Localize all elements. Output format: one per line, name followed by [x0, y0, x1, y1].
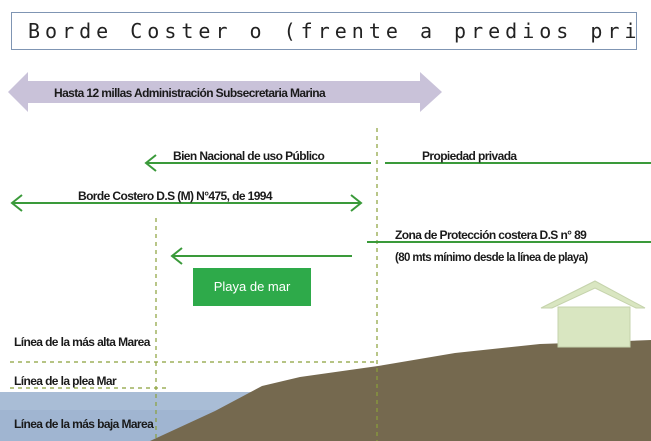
linea-plea-mar-label: Línea de la plea Mar: [14, 374, 117, 388]
house-icon: [540, 280, 646, 348]
propiedad-privada-label: Propiedad privada: [422, 149, 517, 163]
page-title: Borde Coster o (frente a predios privado…: [28, 19, 636, 43]
zona-proteccion-label-1: Zona de Protección costera D.S n° 89: [395, 228, 587, 242]
ground-terrain: [150, 340, 651, 441]
playa-de-mar-box: Playa de mar: [193, 268, 311, 306]
title-box: Borde Coster o (frente a predios privado…: [11, 12, 637, 50]
bien-nacional-label: Bien Nacional de uso Público: [173, 149, 324, 163]
playa-de-mar-label: Playa de mar: [213, 279, 291, 294]
zona-proteccion-label-2: (80 mts mínimo desde la línea de playa): [395, 252, 588, 264]
admin-label: Hasta 12 millas Administración Subsecret…: [54, 86, 326, 100]
linea-alta-marea-label: Línea de la más alta Marea: [14, 335, 151, 349]
borde-costero-label: Borde Costero D.S (M) N°475, de 1994: [78, 189, 273, 203]
admin-arrow: [8, 72, 442, 112]
linea-baja-marea-label: Línea de la más baja Marea: [14, 417, 154, 431]
